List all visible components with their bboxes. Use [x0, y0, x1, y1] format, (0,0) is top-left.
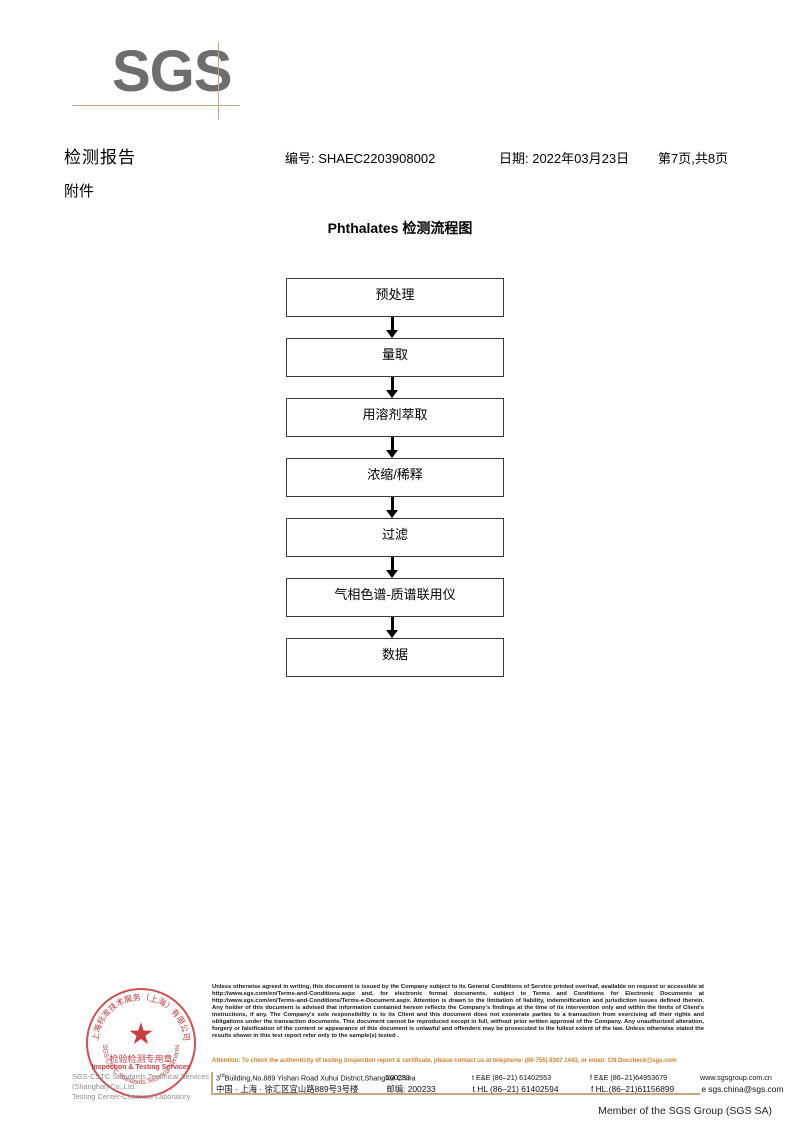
flow-arrow-icon — [286, 437, 504, 458]
flow-box-solvent-extraction: 用溶剂萃取 — [286, 398, 504, 437]
flow-arrow-icon — [286, 377, 504, 398]
address-tel-cn: t HL (86–21) 61402594 — [472, 1084, 559, 1094]
page-indicator: 第7页,共8页 — [658, 151, 729, 166]
flow-box-gcms: 气相色谱-质谱联用仪 — [286, 578, 504, 617]
flow-step: 数据 — [286, 638, 504, 677]
flowchart-title: Phthalates 检测流程图 — [327, 220, 473, 236]
address-street-cn: 中国 · 上海 · 徐汇区宜山路889号3号楼 — [216, 1084, 359, 1094]
address-divider-horizontal — [211, 1093, 700, 1095]
address-email[interactable]: e sgs.china@sgs.com — [701, 1084, 784, 1094]
flow-step: 量取 — [286, 338, 504, 377]
flow-step: 气相色谱-质谱联用仪 — [286, 578, 504, 617]
flow-arrow-icon — [286, 497, 504, 518]
attention-notice: Attention: To check the authenticity of … — [212, 1058, 677, 1064]
official-stamp: 上海标准技术服务（上海）有限公司 SGS-CSTC Standards Tech… — [86, 988, 196, 1098]
address-postcode-en: 200233 — [386, 1073, 410, 1083]
legal-terms-text: Unless otherwise agreed in writing, this… — [212, 984, 704, 1040]
flow-step: 预处理 — [286, 278, 504, 317]
report-date: 日期: 2022年03月23日 — [499, 151, 630, 166]
flow-box-measure: 量取 — [286, 338, 504, 377]
logo-vertical-rule — [218, 42, 219, 120]
stamp-center-en-label: Inspection & Testing Services — [91, 1064, 191, 1071]
company-lab-name: Testing Center-Chemical Laboratory — [72, 1092, 191, 1101]
sgs-wordmark: SGS — [112, 39, 232, 104]
flow-box-concentration-dilution: 浓缩/稀释 — [286, 458, 504, 497]
attachment-label: 附件 — [64, 183, 95, 200]
address-row-english: 3rdBuilding,No.889 Yishan Road Xuhui Dis… — [216, 1073, 776, 1082]
flow-arrow-icon — [286, 317, 504, 338]
flowchart: 预处理 量取 用溶剂萃取 浓缩/稀释 过滤 气相色谱-质谱联用仪 数据 — [286, 278, 504, 677]
star-icon: ★ — [127, 1018, 155, 1051]
flow-box-pretreatment: 预处理 — [286, 278, 504, 317]
stamp-center-cn-label: 检验检测专用章 — [109, 1054, 173, 1064]
flow-step: 过滤 — [286, 518, 504, 557]
address-tel-en: t E&E (86–21) 61402553 — [472, 1073, 552, 1083]
page-footer: 上海标准技术服务（上海）有限公司 SGS-CSTC Standards Tech… — [0, 980, 800, 1131]
address-fax-cn: f HL.(86–21)61156899 — [590, 1084, 675, 1094]
sgs-logo: SGS — [72, 38, 272, 122]
address-row-chinese: 中国 · 上海 · 徐汇区宜山路889号3号楼 邮编: 200233 t HL … — [216, 1083, 783, 1095]
address-fax-en: f E&E (86–21)64953679 — [590, 1073, 668, 1083]
flow-step: 用溶剂萃取 — [286, 398, 504, 437]
page-title: 检测报告 — [64, 148, 136, 167]
stamp-arc-top-text: 上海标准技术服务（上海）有限公司 — [91, 992, 191, 1042]
flow-box-filtration: 过滤 — [286, 518, 504, 557]
flow-box-data: 数据 — [286, 638, 504, 677]
logo-horizontal-rule — [72, 105, 240, 106]
flow-arrow-icon — [286, 557, 504, 578]
member-of-group-label: Member of the SGS Group (SGS SA) — [598, 1105, 772, 1117]
company-legal-name: SGS-CSTC Standards Technical Services (S… — [72, 1072, 210, 1091]
address-divider-vertical — [211, 1072, 213, 1094]
address-website[interactable]: www.sgsgroup.com.cn — [700, 1073, 772, 1083]
stamp-ring — [86, 988, 196, 1098]
flow-arrow-icon — [286, 617, 504, 638]
address-street-en: 3rdBuilding,No.889 Yishan Road Xuhui Dis… — [216, 1073, 416, 1083]
stamp-arc-bottom-text: SGS-CSTC Standards Technical Services — [101, 1044, 181, 1086]
address-postcode-cn: 邮编: 200233 — [386, 1084, 436, 1094]
report-number: 编号: SHAEC2203908002 — [285, 151, 436, 166]
company-name-block: SGS-CSTC Standards Technical Services (S… — [72, 1072, 242, 1102]
flow-step: 浓缩/稀释 — [286, 458, 504, 497]
